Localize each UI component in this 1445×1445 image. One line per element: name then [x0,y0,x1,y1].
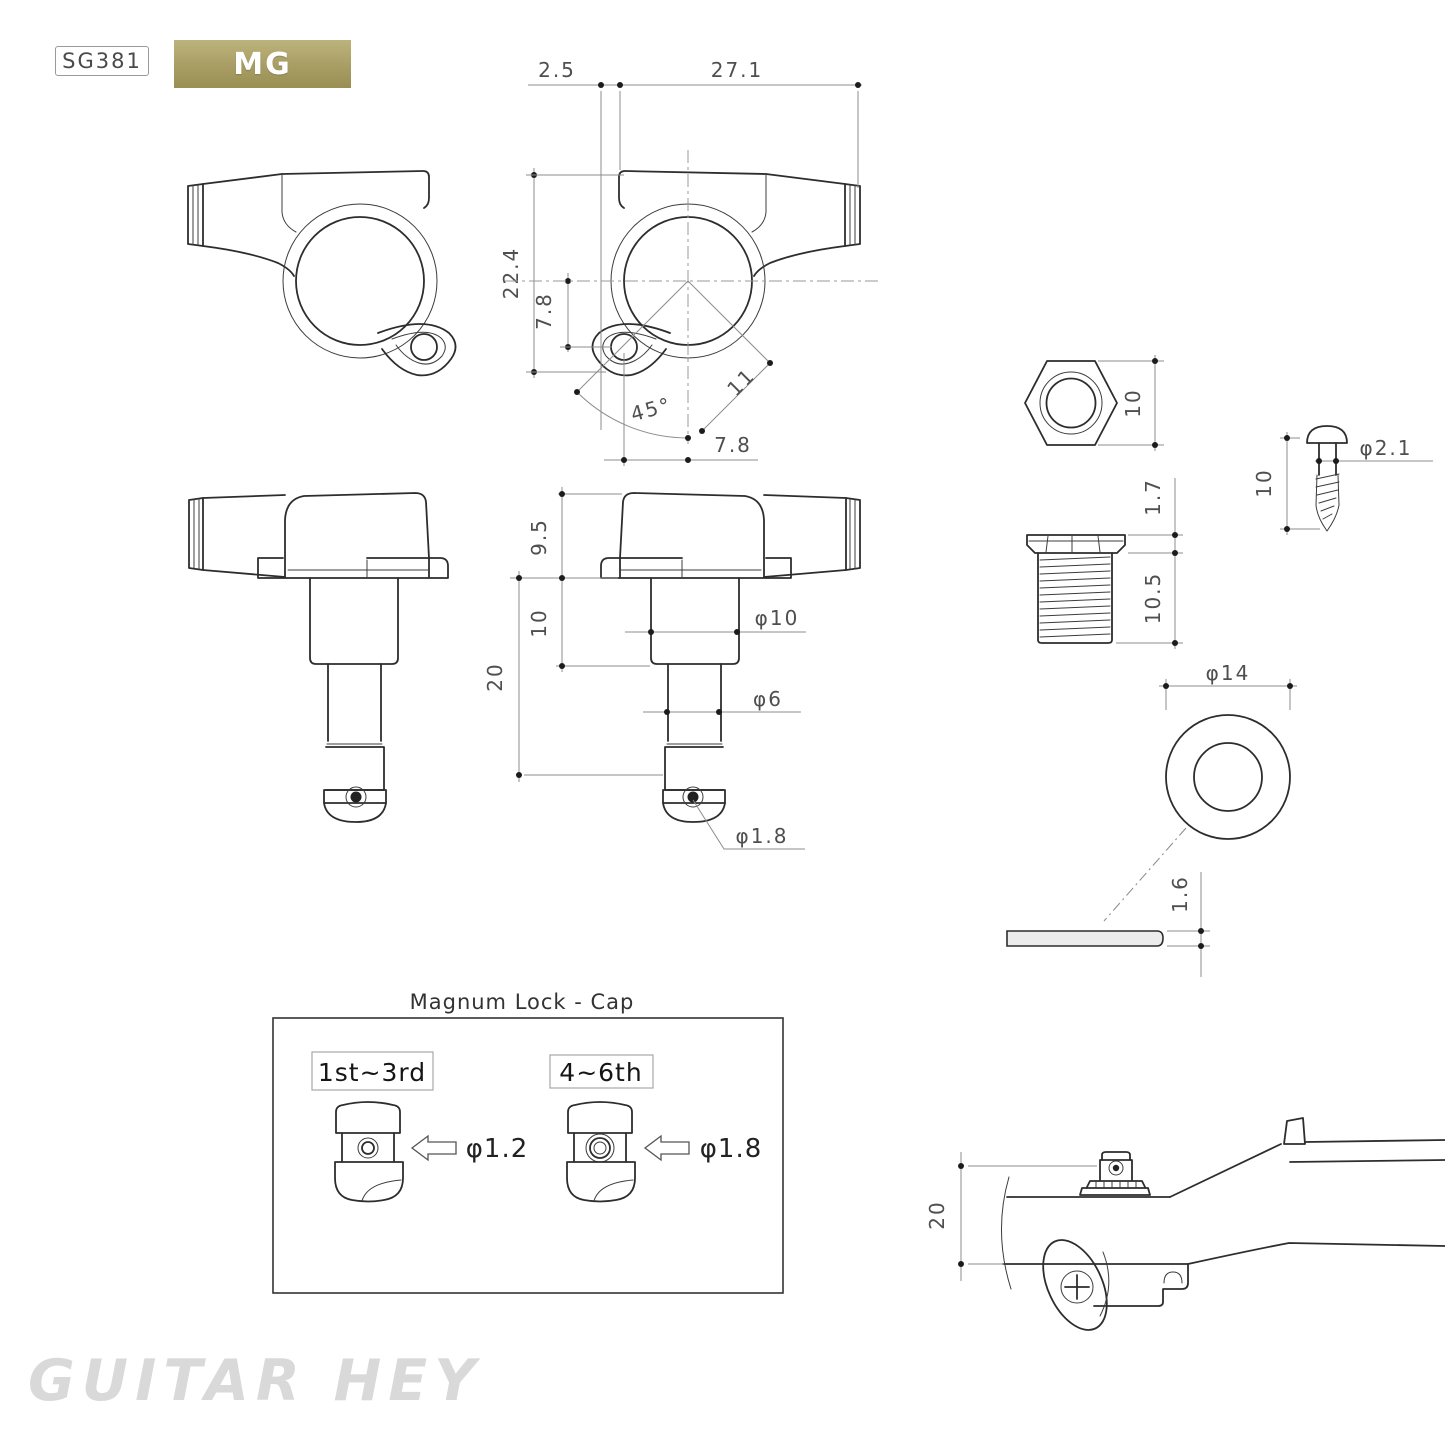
mounting-screw: 10 φ2.1 [1252,425,1433,535]
dim-nut-size: 10 [1121,388,1145,417]
dim-rear-width: 27.1 [711,58,764,82]
rear-view-left [187,170,457,377]
dim-install-depth: 20 [925,1200,949,1229]
dim-rear-offset: 2.5 [538,58,576,82]
headstock-installation: 20 [925,1117,1445,1331]
finish-badge: MG [174,40,351,88]
side-view-left [188,492,449,823]
washer-side-view [1006,930,1164,947]
dim-side-cap: 9.5 [527,518,551,556]
dim-rear-height: 22.4 [499,247,523,300]
magnum-variant1-dia: φ1.2 [466,1134,529,1164]
dim-side-post-dia: φ10 [755,606,800,630]
arrow-left-icon [410,1134,457,1162]
magnum-lock-title: Magnum Lock - Cap [410,990,635,1014]
washer: φ14 1.6 [1006,661,1297,977]
dim-bushing-thread: 10.5 [1141,572,1165,625]
dim-side-post: 20 [483,662,507,691]
model-badge: SG381 [55,46,149,76]
magnum-variant2-dia: φ1.8 [700,1134,763,1164]
dim-rear-angle: 45° [628,392,674,426]
dim-rear-ear-diag: 11 [722,363,760,401]
side-view-dimensioned: 9.5 10 20 φ10 φ6 φ1.8 [483,487,861,850]
dim-rear-ear-y: 7.8 [532,292,556,330]
rear-view-dimensioned: 2.5 27.1 22.4 7.8 11 45° [499,58,880,466]
hex-nut-top-view: 10 [1024,355,1164,451]
dim-screw-dia: φ2.1 [1360,436,1413,460]
threaded-bushing: 1.7 10.5 [1026,478,1183,649]
magnum-variant1-label: 1st~3rd [318,1058,426,1087]
dim-bushing-head: 1.7 [1141,478,1165,516]
dim-washer-dia: φ14 [1206,661,1251,685]
magnum-variant2-label: 4~6th [559,1058,642,1087]
magnum-lock-panel: Magnum Lock - Cap 1st~3rd φ1.2 4~6th [272,990,784,1294]
dim-washer-thickness: 1.6 [1168,875,1192,913]
dim-screw-length: 10 [1252,468,1276,497]
dim-side-shaft-dia: φ6 [753,687,783,711]
dim-side-bushing: 10 [527,608,551,637]
dim-rear-ear-x: 7.8 [714,433,752,457]
arrow-left-icon [643,1134,690,1162]
watermark: GUITAR HEY [28,1348,483,1414]
dim-side-hole-dia: φ1.8 [736,824,789,848]
